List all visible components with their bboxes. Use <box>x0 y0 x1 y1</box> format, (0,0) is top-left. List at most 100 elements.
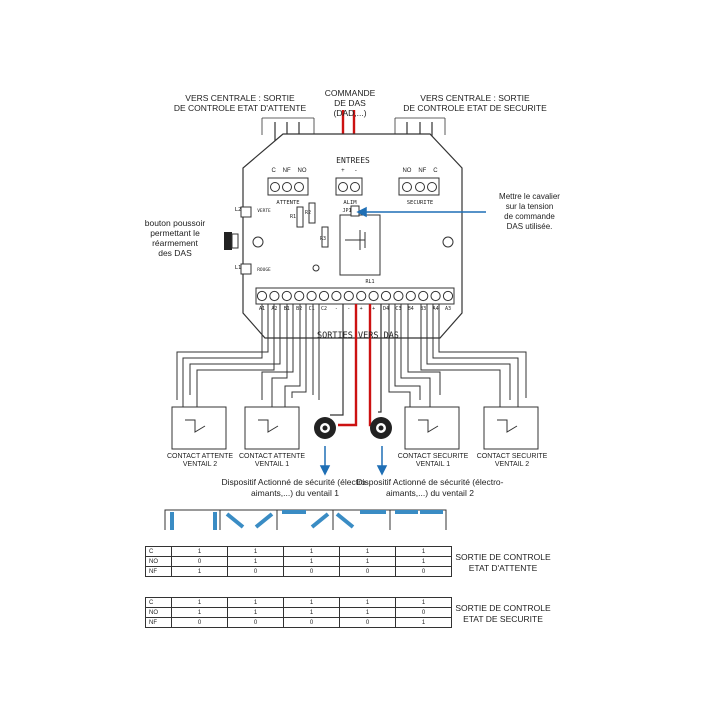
das-device-2 <box>370 417 392 439</box>
table-attente-title: SORTIE DE CONTROLE ETAT D'ATTENTE <box>455 552 551 573</box>
terminal-label: A2 <box>271 306 278 312</box>
cell: 1 <box>395 546 452 557</box>
table-attente: C 1 1 1 1 1 NO 0 1 1 1 1 NF 1 0 0 0 0 <box>145 546 452 577</box>
terminal-screw <box>380 290 392 302</box>
cell: 0 <box>283 566 340 577</box>
table-row: NO 0 1 1 1 1 <box>145 556 452 567</box>
entrees-label: ENTREES <box>336 156 370 165</box>
contact-label: CONTACT ATTENTE VENTAIL 1 <box>238 453 306 468</box>
led-l2-label: L2 <box>234 207 242 213</box>
button-label: bouton poussoir permettant le réarmement… <box>144 218 206 258</box>
cell: 1 <box>171 566 228 577</box>
cell: 1 <box>339 607 396 618</box>
table-row: NF 1 0 0 0 0 <box>145 566 452 577</box>
row-header: NF <box>145 617 172 628</box>
top-label-securite: VERS CENTRALE : SORTIE DE CONTROLE ETAT … <box>403 93 547 113</box>
table-securite: C 1 1 1 1 1 NO 1 1 1 1 0 NF 0 0 0 0 1 <box>145 597 452 628</box>
cell: 1 <box>283 546 340 557</box>
cell: 1 <box>283 556 340 567</box>
cell: 1 <box>283 597 340 608</box>
attente-pins: C NF NO <box>268 168 310 174</box>
led-l1-label: L1 <box>234 265 242 271</box>
cell: 0 <box>395 607 452 618</box>
terminal-screw <box>418 290 429 302</box>
table-row: NF 0 0 0 0 1 <box>145 617 452 628</box>
cell: 1 <box>227 546 284 557</box>
pin-label: NF <box>418 168 427 174</box>
terminal-securite <box>398 177 440 196</box>
terminal-label: B1 <box>283 306 290 312</box>
pin-label: + <box>341 168 345 174</box>
cell: 1 <box>395 556 452 567</box>
securite-block-label: SECURITE <box>406 200 434 206</box>
cell: 1 <box>395 597 452 608</box>
jumper-note: Mettre le cavalier sur la tension de com… <box>499 192 560 231</box>
cell: 0 <box>171 617 228 628</box>
terminal-screw <box>368 290 379 302</box>
board-components <box>240 202 381 276</box>
led-rouge-label: ROUGE <box>257 268 271 273</box>
terminal-screw <box>294 290 305 302</box>
terminal-attente <box>267 177 309 196</box>
alim-block-label: ALIM <box>343 200 357 206</box>
door-state-strip <box>164 509 447 530</box>
terminal-label: + <box>359 306 363 312</box>
top-label-attente: VERS CENTRALE : SORTIE DE CONTROLE ETAT … <box>173 93 307 113</box>
terminal-screw <box>343 290 354 302</box>
das-device-1 <box>314 417 336 439</box>
cell: 1 <box>339 597 396 608</box>
terminal-screw <box>430 290 441 302</box>
terminal-screw <box>269 290 280 302</box>
terminal-screw <box>318 290 330 302</box>
terminal-label: A4 <box>432 306 439 312</box>
das-black-wires <box>330 304 382 416</box>
terminal-screw <box>442 290 454 302</box>
cell: 1 <box>395 617 452 628</box>
table-securite-title: SORTIE DE CONTROLE ETAT DE SECURITE <box>455 603 551 624</box>
terminal-label: C1 <box>308 306 315 312</box>
pin-label: C <box>433 168 438 174</box>
pin-label: - <box>354 168 357 174</box>
terminal-label: C3 <box>395 306 402 312</box>
contact-label: CONTACT ATTENTE VENTAIL 2 <box>166 453 234 468</box>
reset-button[interactable] <box>224 232 239 250</box>
pin-label: NO <box>402 168 412 174</box>
terminal-screw <box>405 290 416 302</box>
contact-boxes <box>171 406 539 450</box>
cell: 1 <box>339 546 396 557</box>
blue-arrows <box>319 206 486 476</box>
terminal-screw <box>306 290 317 302</box>
sorties-vers-das-label: SORTIES VERS DAS <box>317 331 399 341</box>
attente-block-label: ATTENTE <box>276 200 300 206</box>
terminal-label: B4 <box>407 306 414 312</box>
alim-pins: + - <box>336 168 362 174</box>
cell: 0 <box>339 617 396 628</box>
bottom-terminal-strip <box>255 287 455 305</box>
terminal-label: D4 <box>382 306 390 312</box>
cell: 1 <box>227 607 284 618</box>
terminal-label: + <box>372 306 376 312</box>
cell: 0 <box>171 556 228 567</box>
door-leaves <box>170 510 443 530</box>
terminal-label: A3 <box>444 306 452 312</box>
table-row: NO 1 1 1 1 0 <box>145 607 452 618</box>
terminal-label: - <box>334 306 338 312</box>
pin-label: NF <box>282 168 291 174</box>
cell: 0 <box>395 566 452 577</box>
row-header: NO <box>145 556 172 567</box>
pin-label: NO <box>297 168 307 174</box>
cell: 1 <box>339 556 396 567</box>
table-row: C 1 1 1 1 1 <box>145 546 452 557</box>
jumper-label: JP1 <box>342 208 352 214</box>
relay-label: RL1 <box>365 279 375 285</box>
terminal-label: - <box>347 306 351 312</box>
cell: 0 <box>227 617 284 628</box>
table-row: C 1 1 1 1 1 <box>145 597 452 608</box>
cell: 1 <box>227 597 284 608</box>
terminal-screw <box>256 290 268 302</box>
terminal-label: B2 <box>296 306 303 312</box>
row-header: NO <box>145 607 172 618</box>
cell: 0 <box>227 566 284 577</box>
row-header: C <box>145 546 172 557</box>
device-label: Dispositif Actionné de sécurité (électro… <box>221 477 369 498</box>
